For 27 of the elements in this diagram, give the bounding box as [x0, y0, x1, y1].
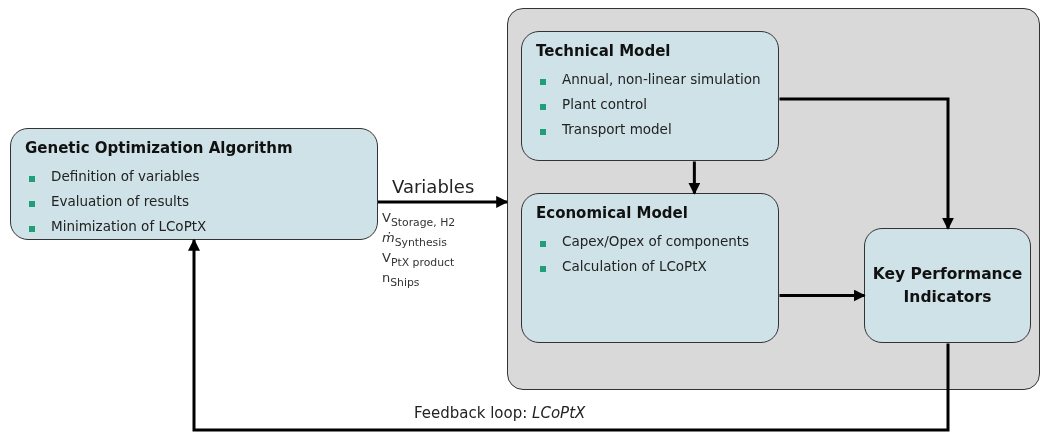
- box-title: Technical Model: [536, 42, 671, 60]
- bullet-item: Evaluation of results: [51, 193, 190, 209]
- process-box: [521, 193, 779, 343]
- variable-label: ṁ$_{Synthesis}$: [382, 230, 447, 249]
- arrow: [188, 238, 950, 432]
- arrow: [779, 289, 866, 302]
- box-title: Genetic Optimization Algorithm: [25, 139, 293, 157]
- bullet-item: Calculation of LCoPtX: [562, 258, 707, 274]
- arrow: [688, 161, 701, 195]
- variable-label: n$_{Ships}$: [382, 270, 420, 289]
- output-box: [864, 228, 1031, 343]
- edge-label: Feedback loop: LCoPtX: [412, 404, 588, 422]
- bullet-item: Capex/Opex of components: [562, 233, 750, 249]
- bullet-item: Annual, non-linear simulation: [562, 71, 761, 87]
- box-title: Key Performance Indicators: [871, 263, 1024, 308]
- bullet-item: Transport model: [562, 121, 672, 137]
- arrow: [378, 195, 509, 208]
- process-box: [521, 31, 779, 161]
- bullet-item: Minimization of LCoPtX: [51, 218, 207, 234]
- process-box: [10, 128, 378, 240]
- variable-label: V$_{PtX product}$: [382, 250, 455, 269]
- arrow: [779, 97, 954, 230]
- bullet-item: Definition of variables: [51, 168, 200, 184]
- box-title: Economical Model: [536, 204, 688, 222]
- bullet-item: Plant control: [562, 96, 648, 112]
- container-panel: [507, 8, 1040, 390]
- variable-label: V$_{Storage, H2}$: [382, 210, 456, 229]
